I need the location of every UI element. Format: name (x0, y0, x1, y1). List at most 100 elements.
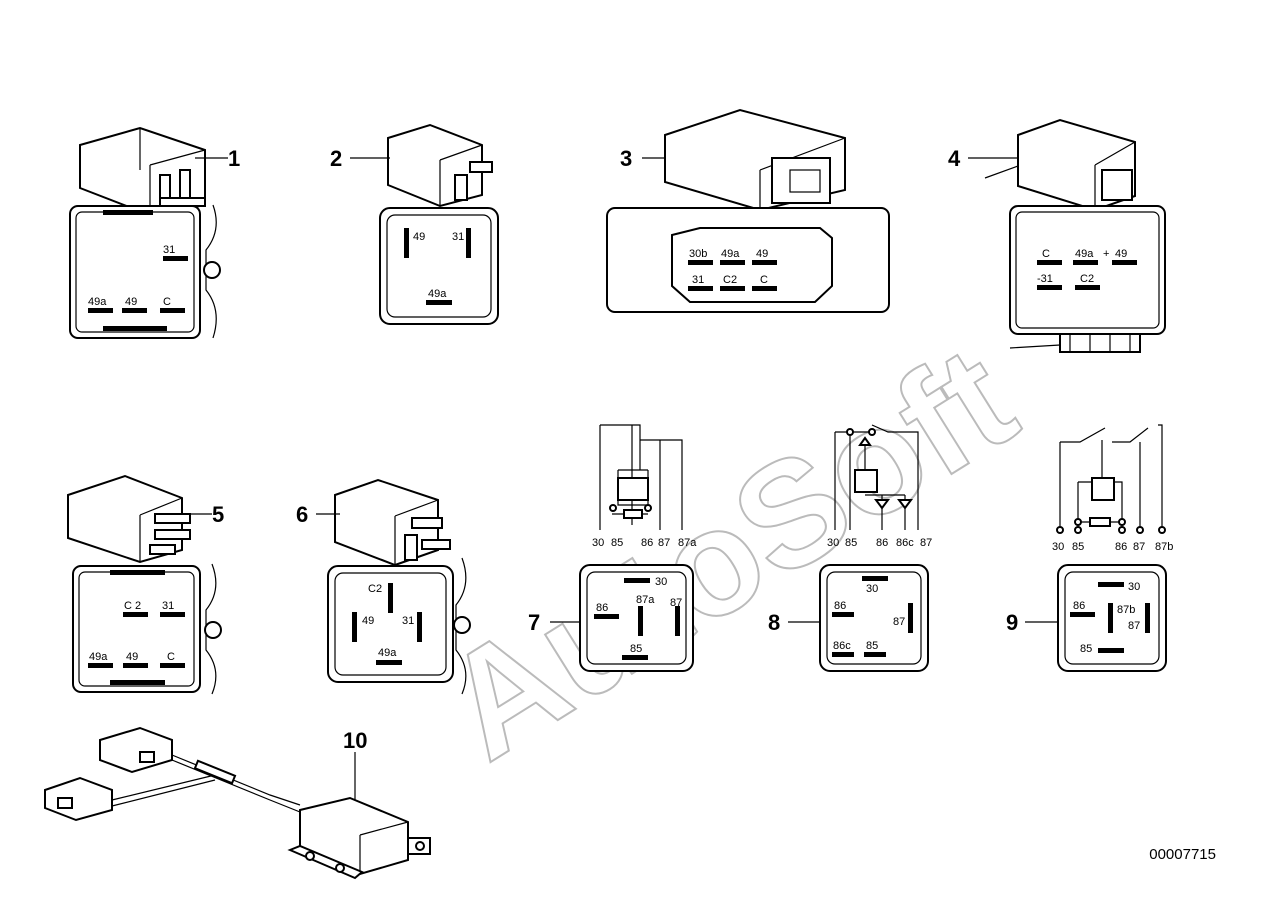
pin-label: -31 (1037, 273, 1053, 285)
pin-label: C (1042, 248, 1050, 260)
watermark: AutoSoft (415, 313, 1041, 791)
pin-label: 85 (1080, 643, 1092, 655)
pin-label: 87 (670, 597, 682, 609)
relay-1[interactable]: 1 31 49a 49 C (69, 126, 240, 339)
callout-2: 2 (330, 146, 342, 171)
relay-9-schematic: 30 85 86 87 87b (1052, 424, 1173, 553)
pin-label: 49 (362, 615, 374, 627)
pin-label: 31 (163, 244, 175, 256)
pin-label: C (167, 651, 175, 663)
pin-label: 49a (1075, 248, 1094, 260)
relay-2-housing (387, 123, 493, 208)
schematic-pin-label: 87a (678, 537, 697, 549)
pin-label: 87b (1117, 604, 1135, 616)
pin-label: 31 (452, 231, 464, 243)
relay-2-pin-face: 49 31 49a (379, 207, 499, 325)
relay-6-pin-face: C2 49 31 49a (327, 565, 454, 683)
part-10-connector-b (44, 776, 113, 822)
part-10-relay-body (287, 796, 431, 880)
relay-7[interactable]: 30 85 86 87 87a 7 30 86 87a 87 85 (528, 424, 697, 672)
schematic-pin-label: 85 (611, 537, 623, 549)
document-number: 00007715 (1149, 846, 1216, 863)
pin-label: 85 (630, 643, 642, 655)
callout-5: 5 (212, 502, 224, 527)
pin-label: 49 (125, 296, 137, 308)
relay-3[interactable]: 3 30b 49a 49 31 C2 C (606, 108, 890, 313)
schematic-pin-label: 87b (1155, 541, 1173, 553)
relay-1-pin-face: 31 49a 49 C (69, 205, 201, 339)
pin-label: 87 (1128, 620, 1140, 632)
relay-7-pin-face: 30 86 87a 87 85 (579, 564, 694, 672)
pin-label: C2 (723, 274, 737, 286)
relay-8[interactable]: 30 85 86 86c 87 8 30 86 87 86c 85 (768, 424, 932, 672)
pin-label: 30 (655, 576, 667, 588)
schematic-pin-label: 30 (827, 537, 839, 549)
pin-label: 87a (636, 594, 655, 606)
pin-label: 49 (413, 231, 425, 243)
callout-9: 9 (1006, 610, 1018, 635)
schematic-pin-label: 86 (1115, 541, 1127, 553)
pin-label: 49a (378, 647, 397, 659)
pin-label: 49a (721, 248, 740, 260)
callout-3: 3 (620, 146, 632, 171)
relay-6[interactable]: 6 C2 49 31 49a (296, 478, 471, 695)
relay-4-housing (984, 118, 1136, 212)
pin-label: 30 (866, 583, 878, 595)
part-10-connector-a (99, 726, 173, 774)
callout-10: 10 (343, 728, 367, 753)
schematic-pin-label: 86c (896, 537, 914, 549)
pin-label: 49a (89, 651, 108, 663)
relay-8-pin-face: 30 86 87 86c 85 (819, 564, 929, 672)
pin-label: 49a (428, 288, 447, 300)
relay-3-pin-face: 30b 49a 49 31 C2 C (606, 207, 890, 313)
part-10-wires (111, 754, 301, 813)
relay-7-schematic: 30 85 86 87 87a (592, 424, 697, 549)
schematic-pin-label: 85 (1072, 541, 1084, 553)
pin-label: 49 (126, 651, 138, 663)
part-10-harness[interactable]: 10 (44, 726, 431, 880)
schematic-pin-label: 87 (658, 537, 670, 549)
relay-9-pin-face: 30 86 87b 87 85 (1057, 564, 1167, 672)
pin-label: C (760, 274, 768, 286)
callout-1: 1 (228, 146, 240, 171)
relay-5-housing (67, 474, 191, 564)
pin-label: 49 (756, 248, 768, 260)
callout-8: 8 (768, 610, 780, 635)
pin-label: C2 (368, 583, 382, 595)
relay-3-housing (664, 108, 846, 212)
pin-label: 30 (1128, 581, 1140, 593)
relay-1-bracket (203, 204, 221, 339)
schematic-pin-label: 86 (876, 537, 888, 549)
pin-label: C (163, 296, 171, 308)
relay-9[interactable]: 30 85 86 87 87b 9 30 86 87b 87 85 (1006, 424, 1173, 672)
relay-1-housing (79, 126, 206, 217)
relay-8-schematic: 30 85 86 86c 87 (827, 424, 932, 549)
relay-4[interactable]: 4 C 49a + 49 -31 C2 (948, 118, 1166, 353)
pin-label: 30b (689, 248, 707, 260)
pin-label: 86 (596, 602, 608, 614)
relay-6-housing (334, 478, 451, 567)
pin-label: 49 (1115, 248, 1127, 260)
pin-label: 86 (1073, 600, 1085, 612)
relay-2[interactable]: 2 49 31 49a (330, 123, 499, 325)
pin-label: 85 (866, 640, 878, 652)
pin-label: 31 (162, 600, 174, 612)
relay-5[interactable]: 5 C 2 31 49a 49 C (67, 474, 224, 695)
schematic-pin-label: 86 (641, 537, 653, 549)
pin-label: + (1103, 248, 1109, 260)
callout-6: 6 (296, 502, 308, 527)
relay-4-pin-face: C 49a + 49 -31 C2 (1009, 205, 1166, 353)
pin-label: C2 (1080, 273, 1094, 285)
relay-6-bracket (453, 557, 471, 695)
schematic-pin-label: 30 (592, 537, 604, 549)
pin-label: C 2 (124, 600, 141, 612)
schematic-pin-label: 85 (845, 537, 857, 549)
relay-5-pin-face: C 2 31 49a 49 C (72, 565, 201, 693)
pin-label: 86c (833, 640, 851, 652)
callout-4: 4 (948, 146, 961, 171)
schematic-pin-label: 30 (1052, 541, 1064, 553)
callout-7: 7 (528, 610, 540, 635)
pin-label: 86 (834, 600, 846, 612)
relay-5-bracket (204, 563, 222, 695)
